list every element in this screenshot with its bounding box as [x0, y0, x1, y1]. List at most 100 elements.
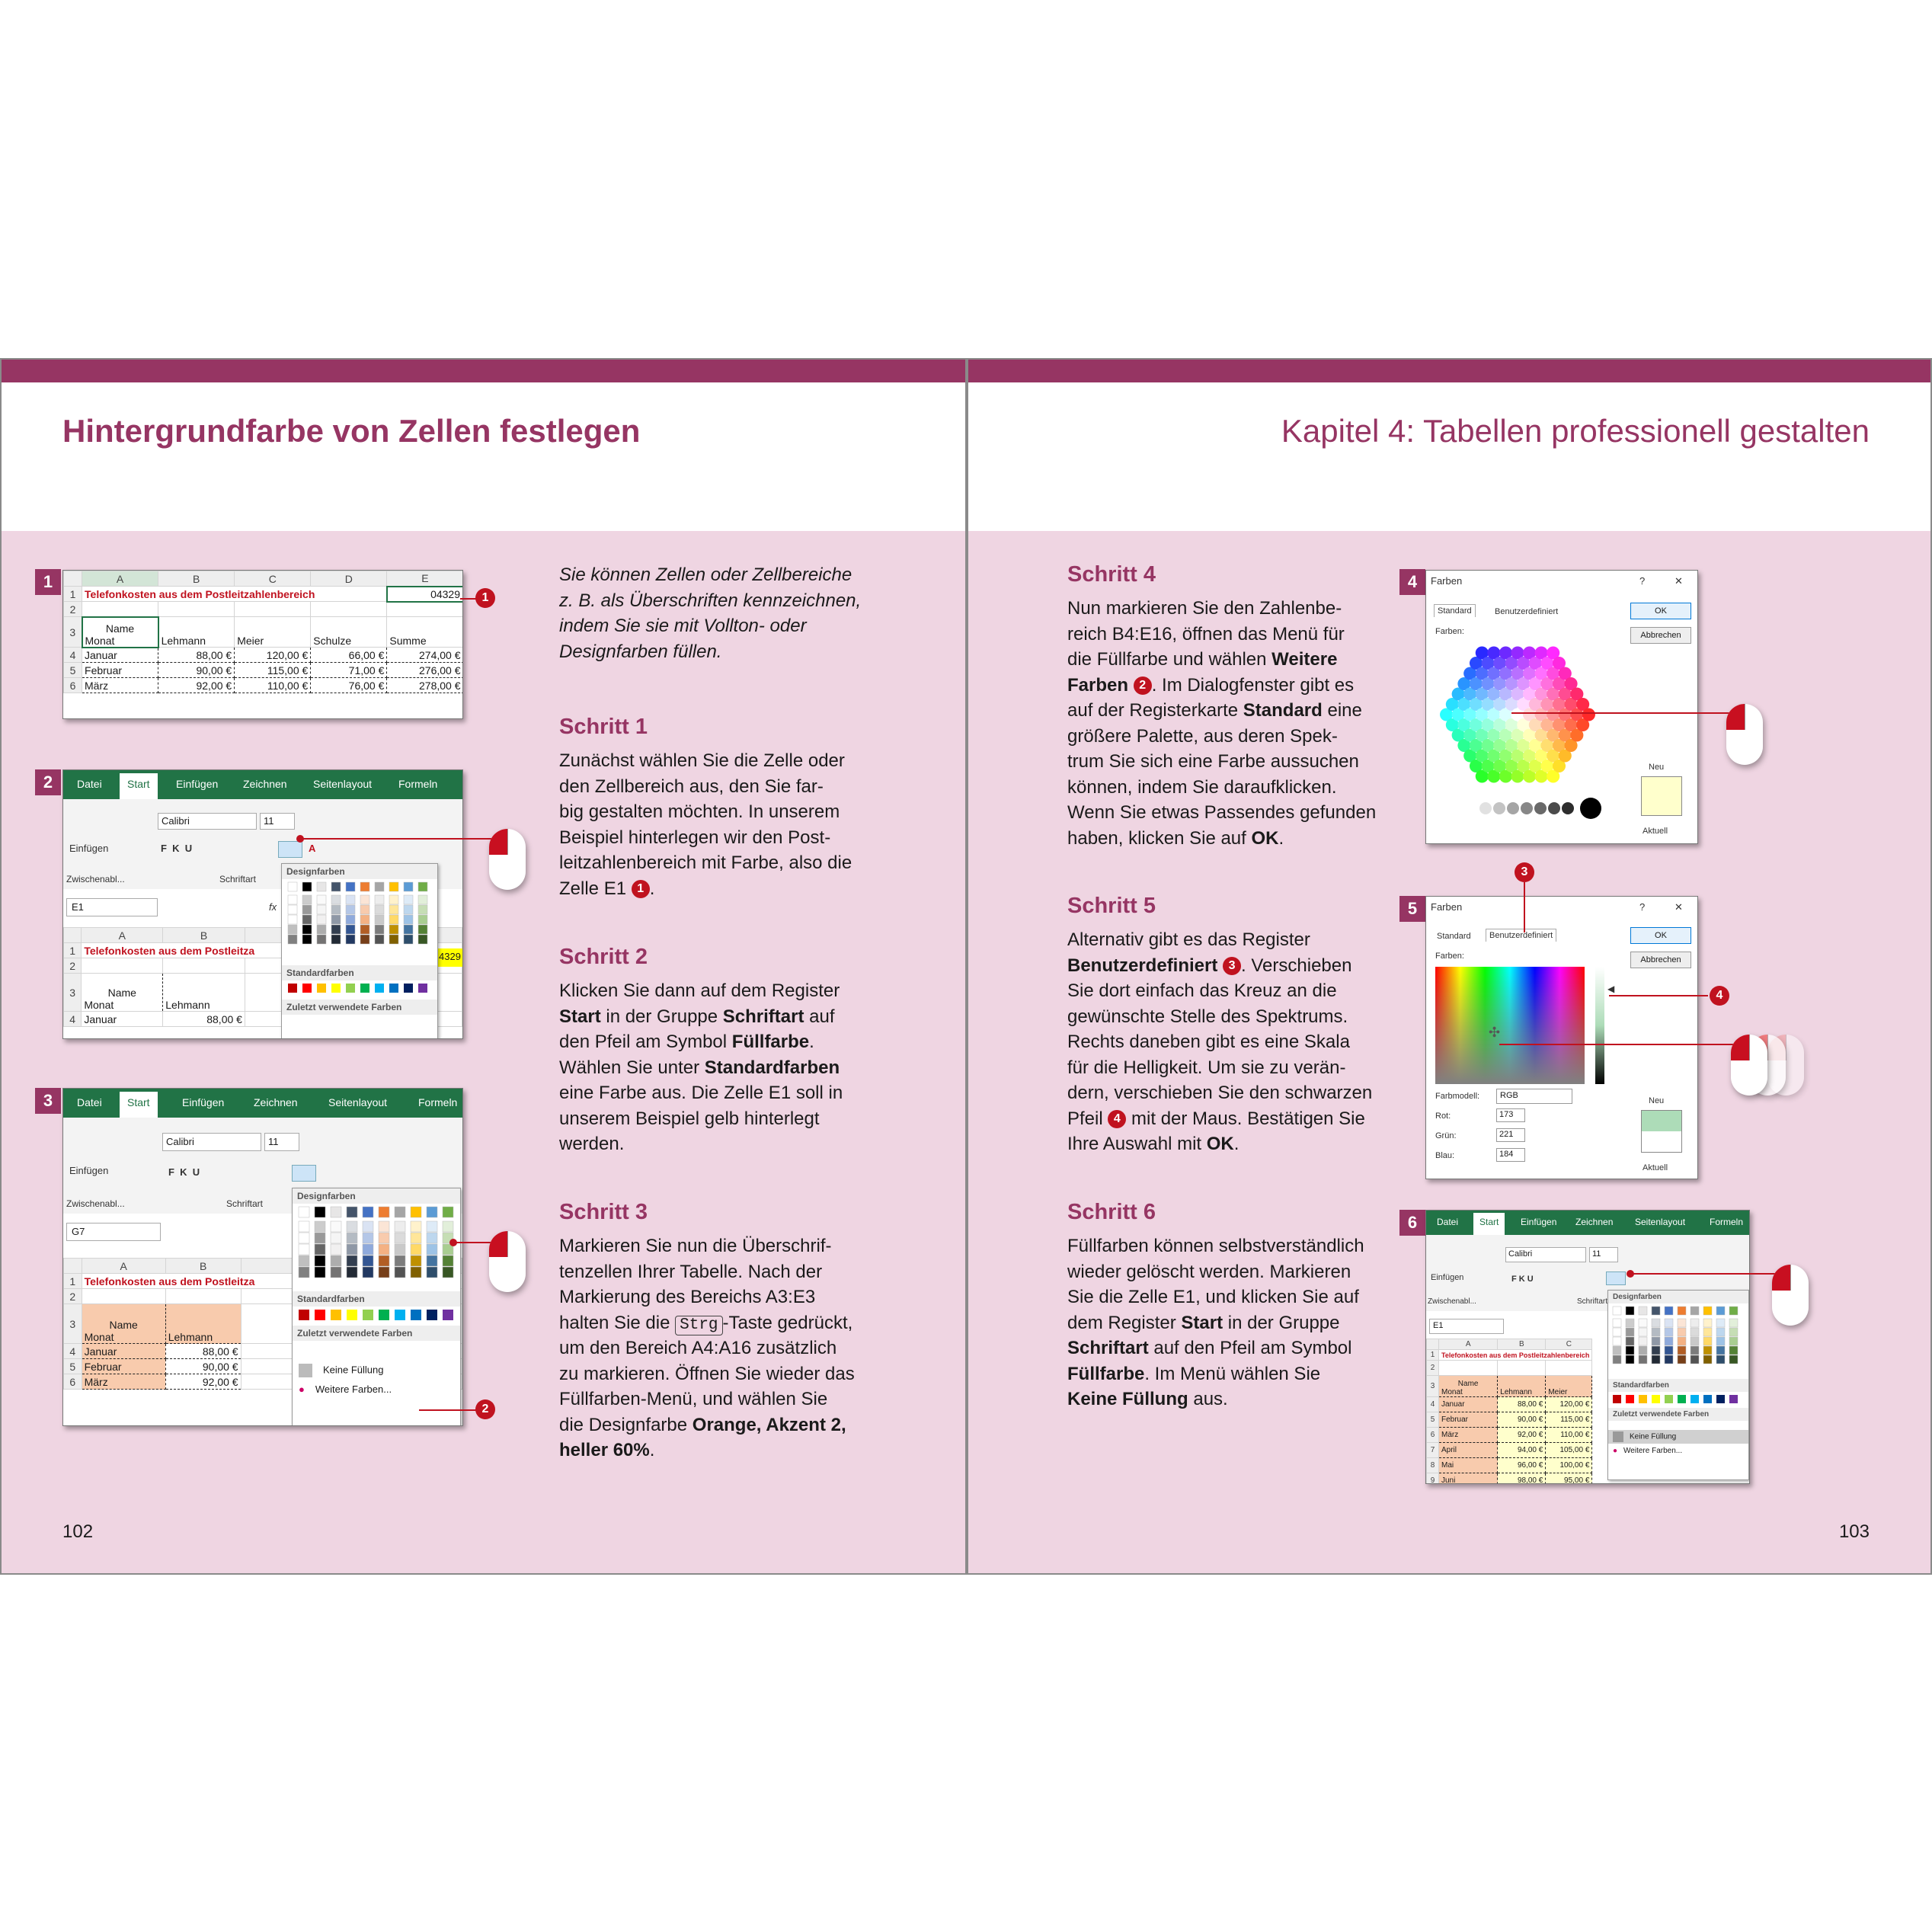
palette-cell [1534, 687, 1548, 701]
help-icon[interactable]: ? [1639, 575, 1646, 587]
blue-input[interactable]: 184 [1496, 1148, 1525, 1162]
close-icon[interactable]: ✕ [1675, 901, 1683, 913]
callout-2-inline: 2 [1133, 677, 1152, 696]
theme-color-swatch [1716, 1345, 1726, 1355]
font-name-box[interactable]: Calibri [158, 813, 257, 830]
font-name-box[interactable]: Calibri [162, 1133, 261, 1151]
theme-color-swatch [1638, 1327, 1648, 1337]
standard-color-row[interactable] [293, 1307, 462, 1323]
paste-button[interactable]: Einfügen [69, 843, 109, 854]
fill-color-button[interactable] [292, 1165, 316, 1182]
name-box[interactable]: G7 [66, 1223, 161, 1241]
standard-color-swatch [443, 1310, 453, 1320]
name-box[interactable]: E1 [1429, 1319, 1504, 1334]
cell-e1[interactable]: 04329 [385, 585, 462, 603]
palette-cell [1499, 687, 1512, 701]
red-input[interactable]: 173 [1496, 1108, 1525, 1122]
palette-cell [1558, 687, 1572, 701]
color-model-select[interactable]: RGB [1496, 1089, 1572, 1104]
ok-button[interactable]: OK [1630, 603, 1691, 619]
tab-zeichnen[interactable]: Zeichnen [1575, 1217, 1614, 1227]
theme-color-swatch [298, 1232, 310, 1244]
help-icon[interactable]: ? [1639, 901, 1646, 913]
more-colors-item[interactable]: ●Weitere Farben... [1613, 1447, 1683, 1455]
luminance-slider[interactable] [1595, 967, 1604, 1084]
tab-seitenlayout[interactable]: Seitenlayout [328, 1096, 388, 1108]
standard-color-swatch [331, 1310, 341, 1320]
cell-e1-yellow[interactable]: 4329 [437, 948, 462, 967]
theme-color-swatch [1729, 1336, 1738, 1346]
standard-color-swatch [360, 984, 369, 993]
font-color-button[interactable]: A [309, 843, 316, 854]
standard-color-row[interactable] [282, 980, 439, 997]
clipboard-group-label: Zwischenabl... [66, 874, 125, 884]
palette-cell [1457, 718, 1471, 732]
theme-color-swatch [287, 924, 298, 935]
tab-formeln[interactable]: Formeln [398, 778, 438, 790]
tab-formeln[interactable]: Formeln [418, 1096, 458, 1108]
paste-button[interactable]: Einfügen [1431, 1273, 1464, 1282]
design-color-grid[interactable] [282, 879, 439, 963]
more-colors-item[interactable]: ●Weitere Farben... [299, 1383, 392, 1395]
palette-cell [1469, 759, 1483, 773]
tab-start[interactable]: Start [120, 1092, 158, 1118]
no-fill-item[interactable]: Keine Füllung [1608, 1430, 1748, 1444]
step-2-heading: Schritt 2 [559, 945, 648, 969]
theme-color-swatch [1690, 1355, 1700, 1364]
tab-datei[interactable]: Datei [77, 1096, 102, 1108]
palette-cell [1534, 646, 1548, 660]
cancel-button[interactable]: Abbrechen [1630, 627, 1691, 644]
tab-zeichnen[interactable]: Zeichnen [243, 778, 287, 790]
name-box[interactable]: E1 [66, 898, 158, 916]
tab-standard[interactable]: Standard [1437, 932, 1471, 941]
tab-seitenlayout[interactable]: Seitenlayout [313, 778, 373, 790]
recent-colors-heading: Zuletzt verwendete Farben [282, 1000, 437, 1015]
palette-cell [1475, 749, 1489, 763]
palette-cell [1505, 718, 1518, 732]
no-fill-item[interactable]: Keine Füllung [293, 1362, 460, 1379]
theme-color-swatch [1677, 1336, 1687, 1346]
tab-seitenlayout[interactable]: Seitenlayout [1635, 1217, 1686, 1227]
title-cell[interactable]: Telefonkosten aus dem Postleitzahlenbere… [82, 586, 388, 602]
bold-button[interactable]: F K U [1511, 1275, 1534, 1284]
palette-cell [1493, 656, 1507, 670]
font-size-box[interactable]: 11 [1589, 1247, 1618, 1262]
tab-datei[interactable]: Datei [1437, 1217, 1459, 1227]
standard-color-swatch [315, 1310, 325, 1320]
bold-button[interactable]: F K U [168, 1166, 200, 1178]
green-input[interactable]: 221 [1496, 1128, 1525, 1142]
tab-einfuegen[interactable]: Einfügen [1521, 1217, 1557, 1227]
tab-zeichnen[interactable]: Zeichnen [254, 1096, 298, 1108]
cancel-button[interactable]: Abbrechen [1630, 952, 1691, 968]
bold-button[interactable]: F K U [161, 843, 193, 854]
crosshair-icon[interactable]: ✣ [1489, 1025, 1501, 1040]
tab-start[interactable]: Start [120, 773, 158, 799]
tab-einfuegen[interactable]: Einfügen [182, 1096, 225, 1108]
font-name-box[interactable]: Calibri [1505, 1247, 1586, 1262]
theme-color-swatch [1625, 1345, 1635, 1355]
theme-color-swatch [316, 924, 327, 935]
tab-start[interactable]: Start [1473, 1213, 1505, 1235]
standard-color-row[interactable] [1608, 1392, 1750, 1406]
luminance-arrow-icon[interactable]: ◀ [1607, 984, 1615, 994]
tab-datei[interactable]: Datei [77, 778, 102, 790]
font-size-box[interactable]: 11 [264, 1133, 299, 1151]
theme-color-swatch [378, 1220, 390, 1233]
design-color-grid[interactable] [293, 1204, 462, 1289]
theme-color-swatch [1625, 1327, 1635, 1337]
spectrum-field[interactable] [1435, 967, 1585, 1084]
tab-standard[interactable]: Standard [1434, 604, 1476, 617]
close-icon[interactable]: ✕ [1675, 575, 1683, 587]
ok-button[interactable]: OK [1630, 927, 1691, 944]
paste-button[interactable]: Einfügen [69, 1165, 109, 1176]
font-size-box[interactable]: 11 [260, 813, 295, 830]
honeycomb-palette[interactable] [1434, 635, 1624, 825]
tab-custom[interactable]: Benutzerdefiniert [1495, 607, 1559, 616]
tab-einfuegen[interactable]: Einfügen [176, 778, 219, 790]
fill-color-button[interactable] [1606, 1271, 1626, 1285]
fill-color-button[interactable] [278, 841, 302, 858]
tab-formeln[interactable]: Formeln [1710, 1217, 1744, 1227]
tab-custom[interactable]: Benutzerdefiniert [1486, 929, 1557, 942]
theme-color-swatch [1664, 1355, 1674, 1364]
design-color-grid[interactable] [1608, 1303, 1750, 1377]
